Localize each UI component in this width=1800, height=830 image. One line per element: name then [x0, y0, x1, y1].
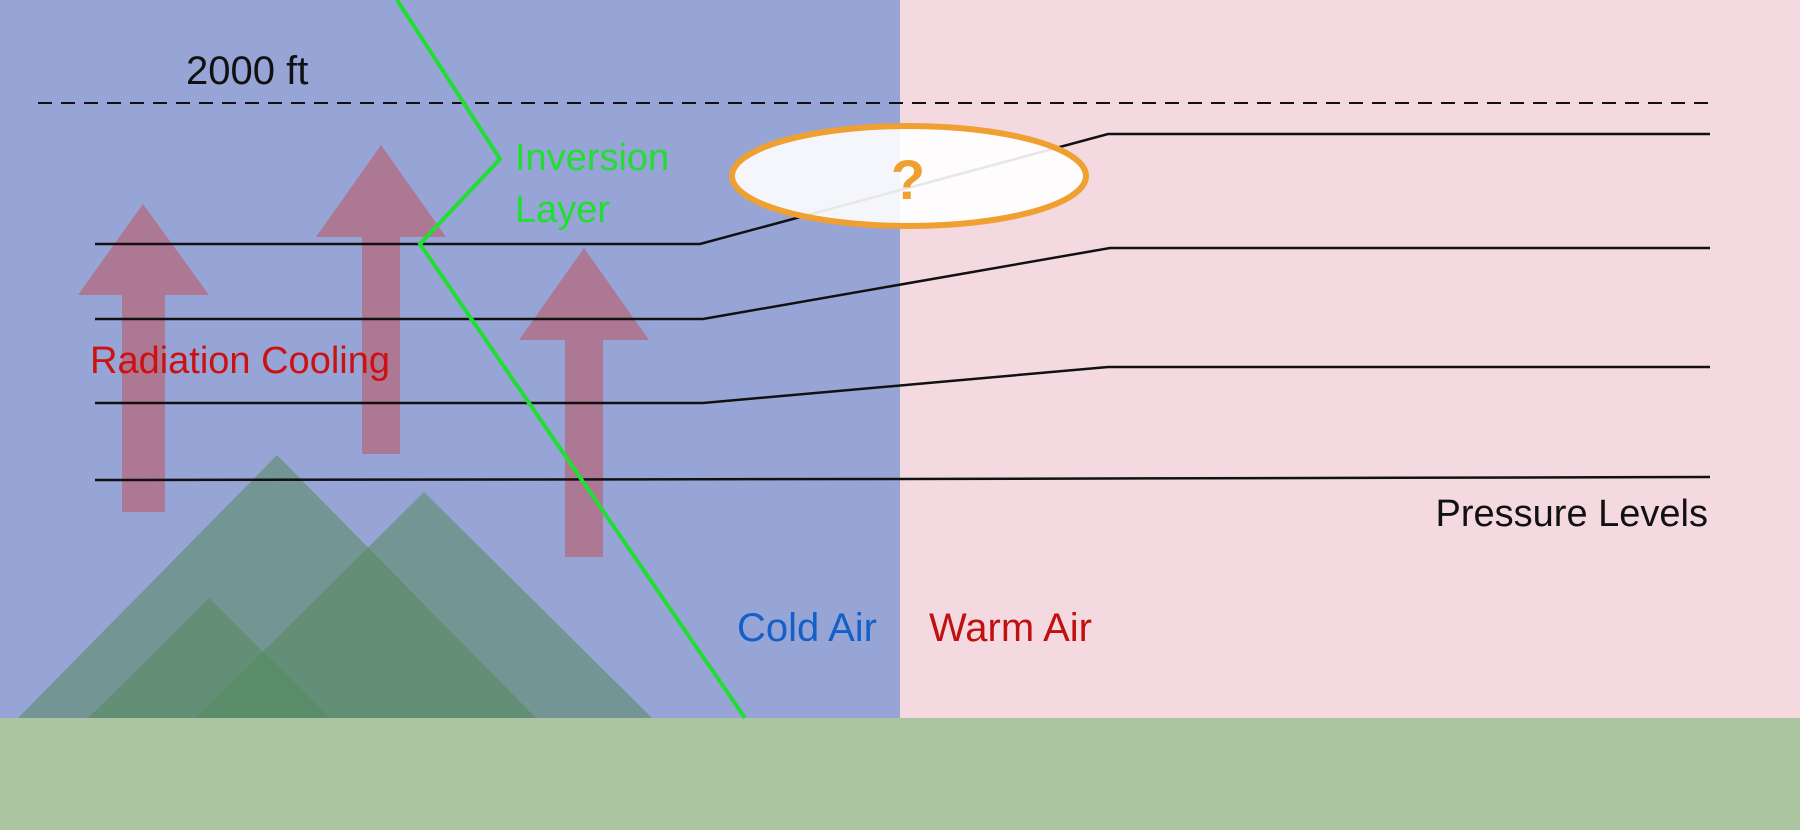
inversion-line — [395, 0, 747, 720]
altitude-label: 2000 ft — [186, 49, 308, 93]
radiation-cooling-label: Radiation Cooling — [90, 340, 390, 382]
inversion-label-line2: Layer — [515, 189, 610, 231]
pressure-line — [95, 365, 1710, 405]
inversion-label-line1: Inversion — [515, 137, 669, 179]
question-mark: ? — [891, 148, 925, 211]
ground — [0, 718, 1800, 830]
warm-air-label: Warm Air — [929, 606, 1092, 650]
highlight-ellipse — [729, 123, 1089, 229]
upward-arrow-icon — [316, 145, 446, 454]
upward-arrow-icon — [78, 204, 209, 512]
mountain-icon — [196, 492, 652, 718]
mountains — [18, 455, 652, 718]
pressure-line — [94, 475, 1711, 482]
warm-air-region — [900, 0, 1800, 718]
mountain-icon — [88, 598, 330, 718]
pressure-levels-label: Pressure Levels — [1436, 493, 1708, 535]
cold-air-label: Cold Air — [737, 606, 877, 650]
pressure-line — [95, 246, 1710, 321]
